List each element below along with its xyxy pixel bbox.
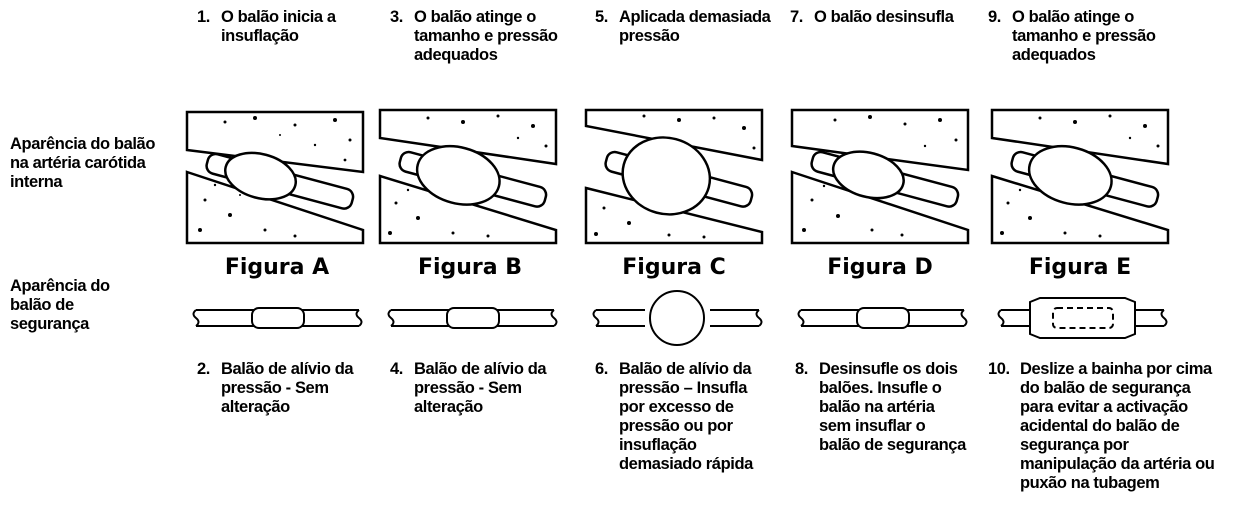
- step-3-text: O balão atinge o tamanho e pressão adequ…: [414, 8, 558, 64]
- figure-c-title: Figura C: [622, 255, 726, 280]
- step-7: 7. O balão desinsufla: [790, 8, 975, 27]
- figure-b-artery-illustration: [378, 108, 558, 245]
- step-4-text: Balão de alívio da pressão - Sem alteraç…: [414, 360, 547, 416]
- step-8-number: 8.: [795, 360, 808, 378]
- figure-a-safety-balloon: [192, 307, 363, 329]
- figure-c-safety-balloon: [592, 290, 763, 346]
- step-3-number: 3.: [390, 8, 403, 26]
- step-7-number: 7.: [790, 8, 803, 26]
- step-6: 6. Balão de alívio da pressão – Insufla …: [595, 360, 780, 474]
- step-10-text: Deslize a bainha por cima do balão de se…: [1020, 360, 1215, 492]
- figure-d-artery-illustration: [790, 108, 970, 245]
- step-5: 5. Aplicada demasiada pressão: [595, 8, 780, 46]
- step-10: 10. Deslize a bainha por cima do balão d…: [988, 360, 1248, 493]
- figure-e-artery-illustration: [990, 108, 1170, 245]
- step-1-text: O balão inicia a insuflação: [221, 8, 336, 45]
- step-9: 9. O balão atinge o tamanho e pressão ad…: [988, 8, 1173, 65]
- figure-e-safety-balloon-with-sheath: [997, 297, 1168, 339]
- step-8: 8. Desinsufle os dois balões. Insufle o …: [795, 360, 980, 455]
- step-4-number: 4.: [390, 360, 403, 378]
- step-7-text: O balão desinsufla: [814, 8, 954, 26]
- step-9-text: O balão atinge o tamanho e pressão adequ…: [1012, 8, 1156, 64]
- step-9-number: 9.: [988, 8, 1001, 26]
- row-label-safety: Aparência do balão de segurança: [10, 277, 110, 333]
- step-2: 2. Balão de alívio da pressão - Sem alte…: [197, 360, 382, 417]
- step-8-text: Desinsufle os dois balões. Insufle o bal…: [819, 360, 966, 454]
- step-1: 1. O balão inicia a insuflação: [197, 8, 377, 46]
- step-2-text: Balão de alívio da pressão - Sem alteraç…: [221, 360, 354, 416]
- step-2-number: 2.: [197, 360, 210, 378]
- figure-e-title: Figura E: [1028, 255, 1132, 280]
- figure-d-safety-balloon: [797, 307, 968, 329]
- figure-d-title: Figura D: [827, 255, 933, 280]
- figure-a-title: Figura A: [224, 255, 330, 280]
- figure-b-safety-balloon: [387, 307, 558, 329]
- step-3: 3. O balão atinge o tamanho e pressão ad…: [390, 8, 575, 65]
- step-6-text: Balão de alívio da pressão – Insufla por…: [619, 360, 753, 473]
- step-5-number: 5.: [595, 8, 608, 26]
- figure-b-title: Figura B: [417, 255, 523, 280]
- step-4: 4. Balão de alívio da pressão - Sem alte…: [390, 360, 575, 417]
- row-label-artery: Aparência do balão na artéria carótida i…: [10, 135, 156, 191]
- step-1-number: 1.: [197, 8, 210, 26]
- step-5-text: Aplicada demasiada pressão: [619, 8, 771, 45]
- figure-c-artery-illustration: [584, 108, 764, 245]
- step-6-number: 6.: [595, 360, 608, 378]
- figure-a-artery-illustration: [185, 110, 365, 245]
- step-10-number: 10.: [988, 360, 1010, 378]
